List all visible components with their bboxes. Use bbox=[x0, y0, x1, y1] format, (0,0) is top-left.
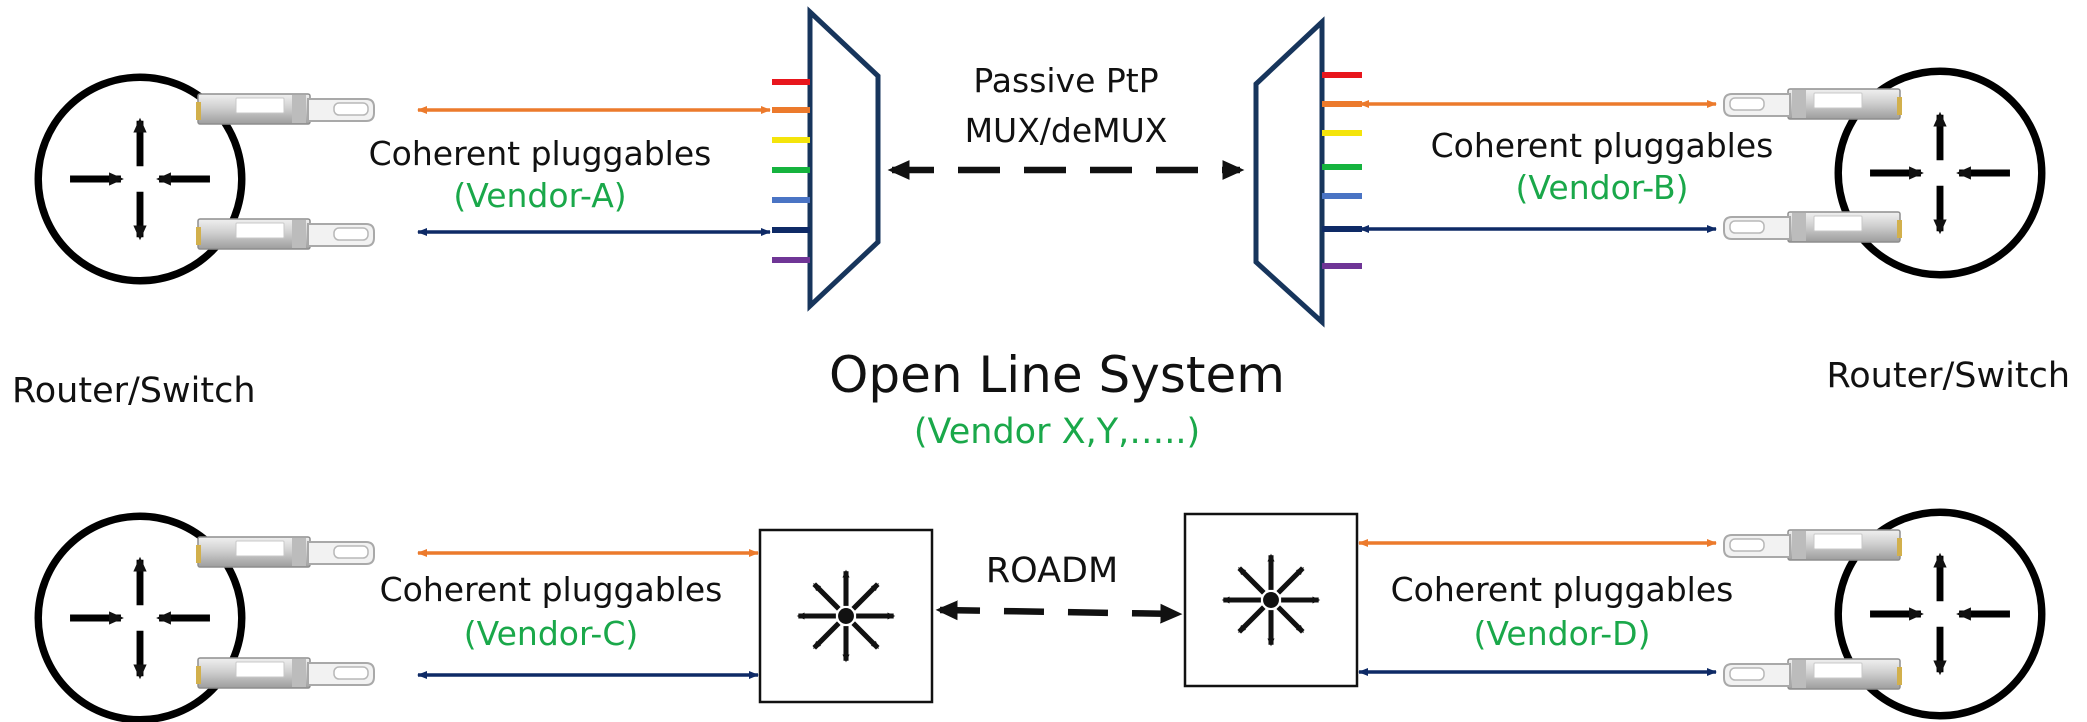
coherent-pluggables-label: Coherent pluggables bbox=[1391, 570, 1734, 609]
open-line-system-title: Open Line System bbox=[829, 346, 1285, 404]
coherent-pluggables-label: Coherent pluggables bbox=[369, 134, 712, 173]
qsfp-module-icon bbox=[196, 218, 375, 250]
qsfp-module-icon bbox=[196, 536, 375, 568]
router-switch-label-left: Router/Switch bbox=[12, 371, 256, 411]
vendor-a-label: (Vendor-A) bbox=[453, 176, 626, 215]
demux-trapezoid-icon bbox=[1253, 16, 1325, 328]
qsfp-module-icon bbox=[1723, 658, 1902, 690]
vendor-d-label: (Vendor-D) bbox=[1474, 614, 1651, 653]
qsfp-module-icon bbox=[1723, 88, 1902, 120]
coherent-pluggables-label: Coherent pluggables bbox=[1431, 126, 1774, 165]
router-switch-label-right: Router/Switch bbox=[1827, 356, 2071, 396]
qsfp-module-icon bbox=[196, 657, 375, 689]
dashed-link-roadm bbox=[935, 600, 1183, 624]
mux-label-line1: Passive PtP bbox=[973, 61, 1158, 100]
coherent-pluggables-label: Coherent pluggables bbox=[380, 570, 723, 609]
qsfp-module-icon bbox=[1723, 211, 1902, 243]
roadm-label: ROADM bbox=[986, 551, 1118, 591]
vendor-c-label: (Vendor-C) bbox=[464, 614, 639, 653]
qsfp-module-icon bbox=[196, 93, 375, 125]
demux-channel-ports bbox=[1322, 72, 1362, 269]
mux-channel-ports bbox=[772, 79, 810, 263]
mux-trapezoid-icon bbox=[807, 6, 881, 312]
mux-label-line2: MUX/deMUX bbox=[965, 111, 1168, 150]
vendor-b-label: (Vendor-B) bbox=[1516, 168, 1689, 207]
open-line-system-vendor: (Vendor X,Y,…..) bbox=[914, 412, 1200, 452]
qsfp-module-icon bbox=[1723, 529, 1902, 561]
